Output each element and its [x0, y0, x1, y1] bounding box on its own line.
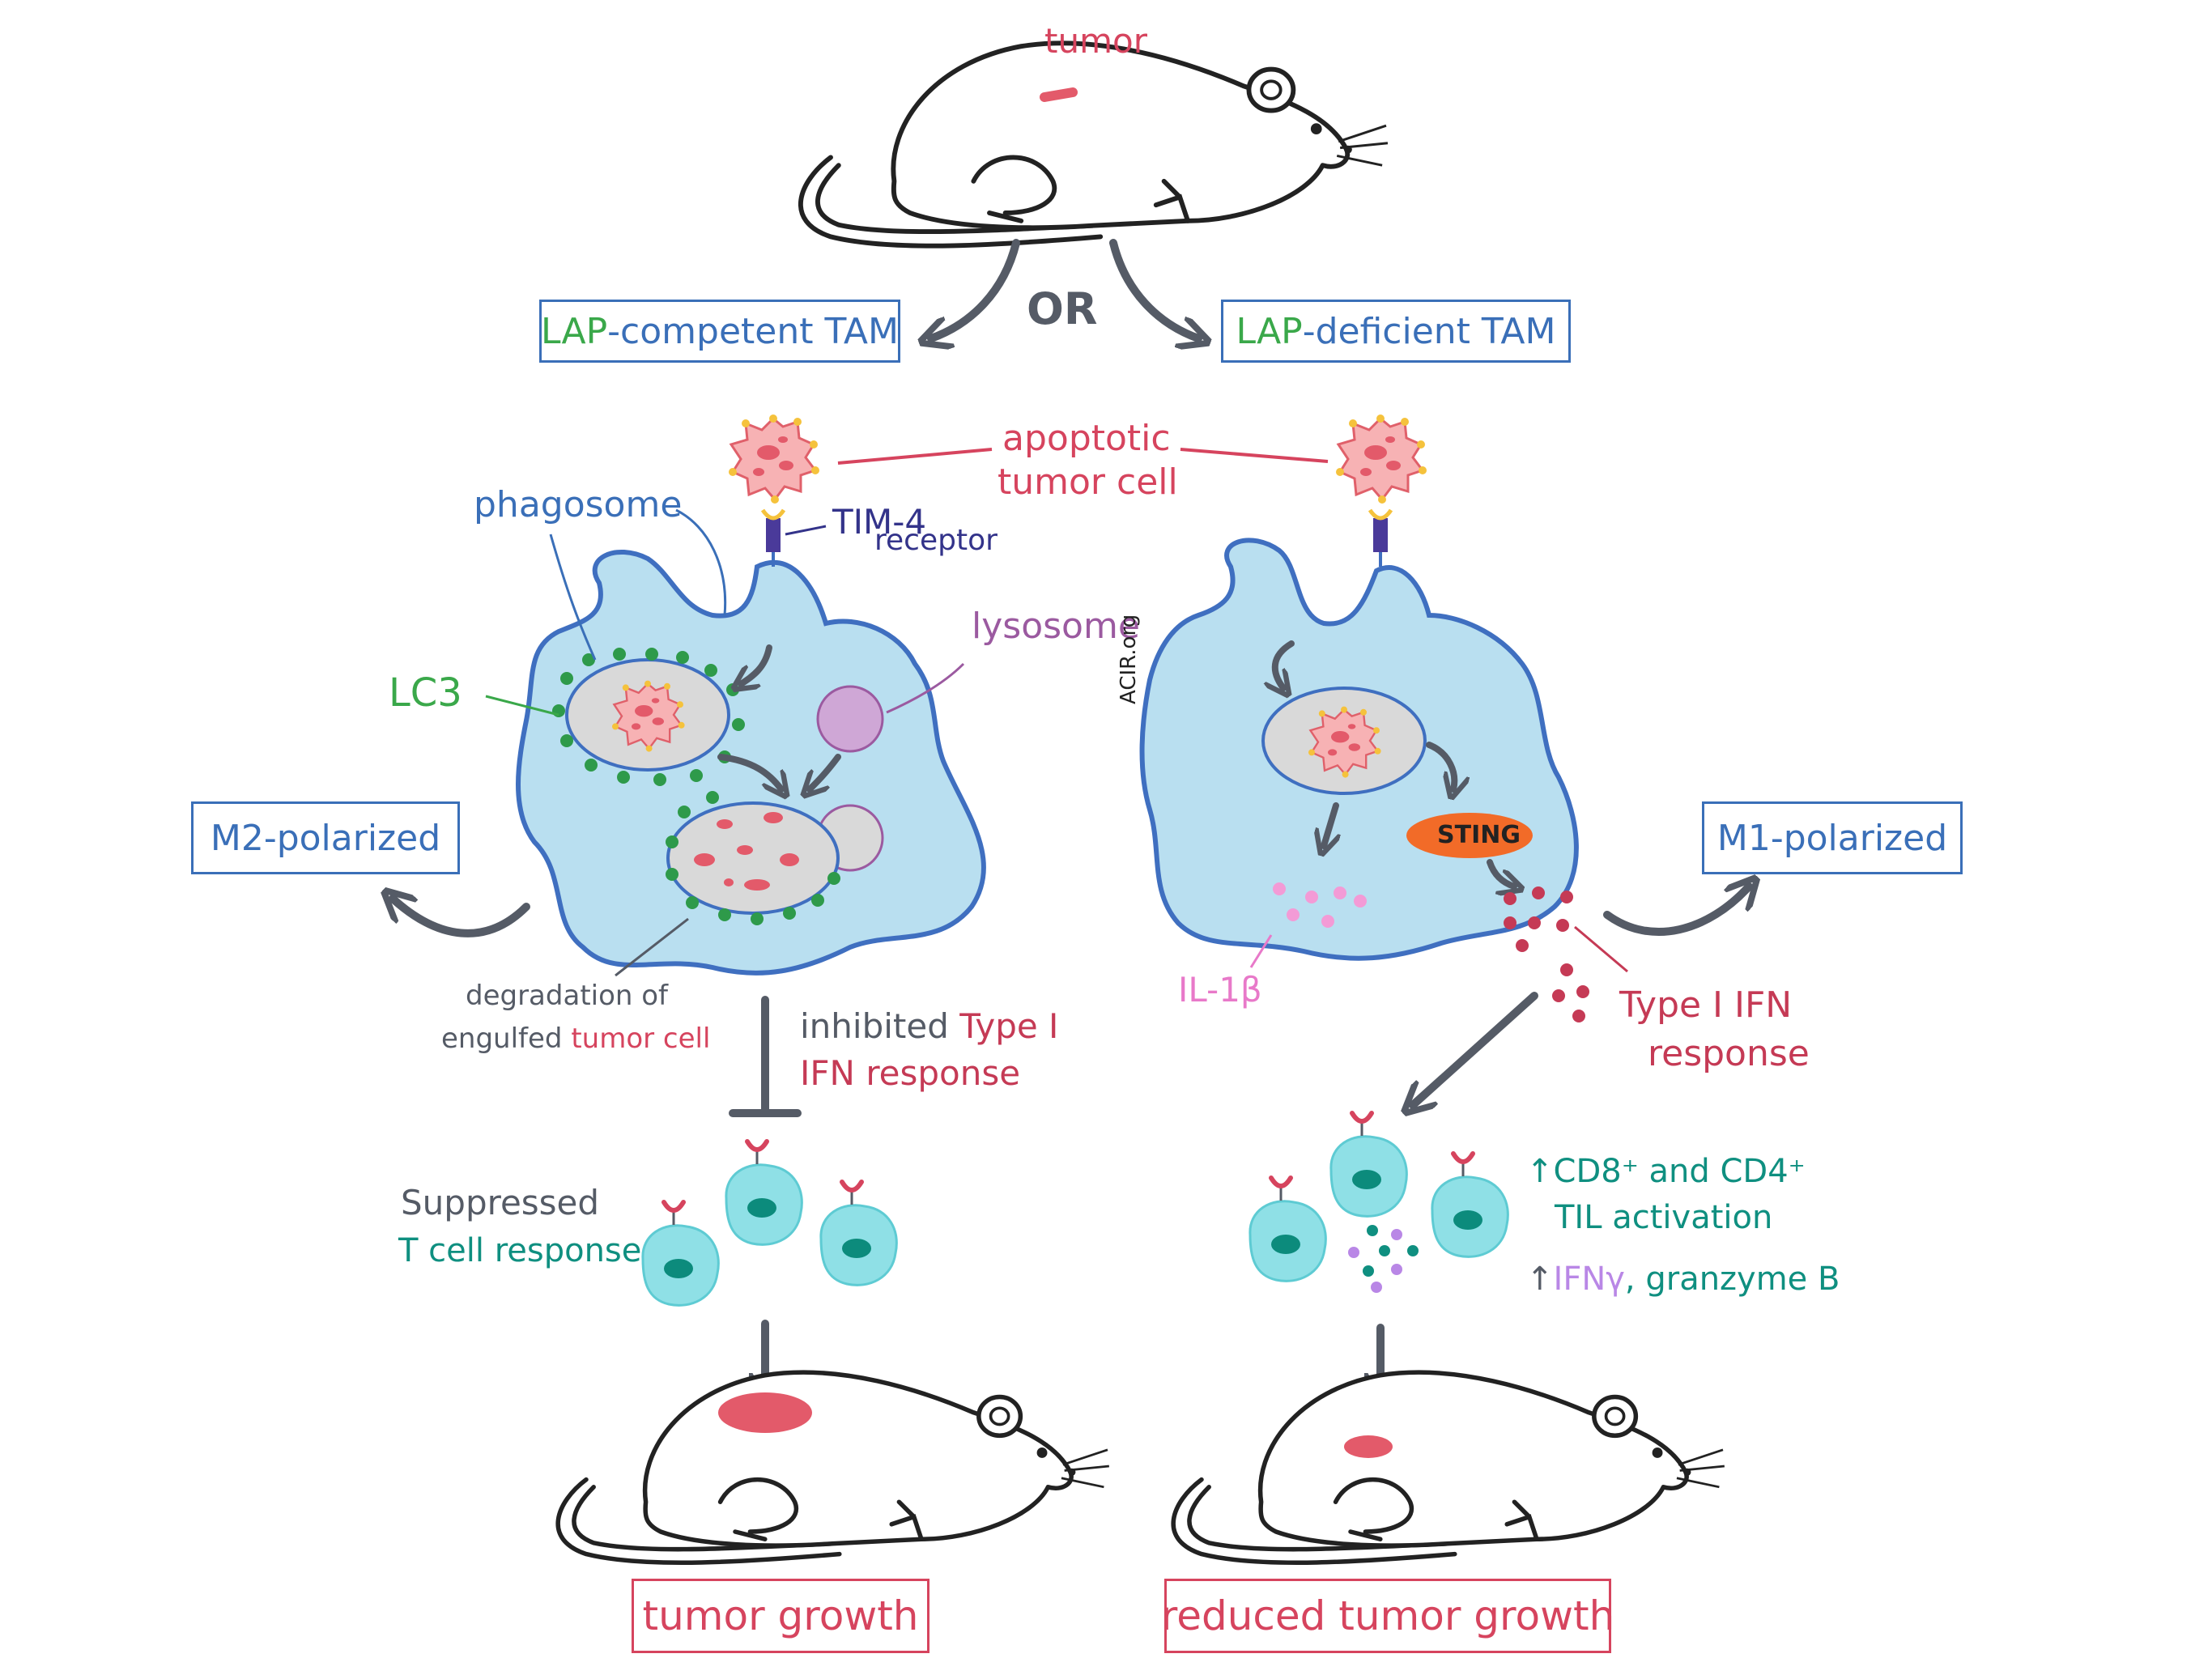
- label-degradation-1: degradation of: [466, 980, 669, 1012]
- arrow-phagosome-fusion: [717, 754, 781, 789]
- lap-competent-box: LAP-competent TAM: [539, 300, 900, 363]
- tim4-receptor-left: [766, 518, 781, 552]
- arrow-left-branch: [931, 239, 1020, 338]
- label-granzyme: , granzyme B: [1624, 1261, 1840, 1298]
- arrow-into-phagosome-right: [1275, 640, 1295, 688]
- arrow-sting-to-ifn: [1487, 859, 1514, 886]
- inhibition-bar: [729, 996, 802, 1117]
- tumor-growth-label: tumor growth: [642, 1592, 919, 1639]
- label-typei-2: response: [1648, 1033, 1810, 1074]
- label-receptor: receptor: [874, 524, 998, 557]
- mouse-bottom-left: [558, 1372, 1109, 1562]
- lap-deficient-suffix: -deficient TAM: [1302, 310, 1556, 352]
- m1-label: M1-polarized: [1716, 817, 1948, 859]
- lap-competent-prefix: LAP: [541, 310, 608, 352]
- watermark-acir: ACIR.org: [1117, 614, 1141, 704]
- m2-label: M2-polarized: [210, 817, 441, 859]
- label-lysosome: lysosome: [972, 606, 1140, 647]
- top-tumor-mark: [1040, 87, 1078, 102]
- label-engulfed: engulfed: [441, 1022, 572, 1055]
- lap-deficient-prefix: LAP: [1236, 310, 1303, 352]
- label-inhibited-a: inhibited: [800, 1006, 960, 1046]
- label-ifn-arrow: ↑: [1526, 1261, 1554, 1298]
- label-apoptotic-1: apoptotic: [1002, 418, 1171, 459]
- large-tumor: [718, 1392, 812, 1433]
- arrow-m1: [1603, 886, 1749, 936]
- small-tumor: [1344, 1435, 1393, 1458]
- tumor-growth-box: tumor growth: [632, 1579, 929, 1653]
- label-inhibited-b: Type I: [959, 1006, 1059, 1046]
- arrow-right-branch: [1109, 239, 1198, 338]
- label-inhibited: inhibited Type I: [800, 1006, 1059, 1046]
- label-degradation-2: engulfed tumor cell: [441, 1022, 711, 1055]
- label-inhibited-2: IFN response: [800, 1053, 1021, 1093]
- apoptotic-cell-left: [727, 413, 821, 505]
- cytokine-dots: [1348, 1225, 1419, 1293]
- degradation-pointer: [615, 917, 689, 977]
- arrow-to-sting: [1426, 742, 1454, 789]
- tcell-right-2: [1250, 1178, 1325, 1281]
- label-ifn-granzyme: ↑IFNγ, granzyme B: [1526, 1261, 1840, 1297]
- label-degradation-tumor: tumor cell: [571, 1022, 711, 1055]
- label-ifn-gamma: IFNγ: [1553, 1261, 1625, 1298]
- reduced-tumor-growth-box: reduced tumor growth: [1161, 1579, 1614, 1653]
- arrow-to-il1b: [1324, 802, 1336, 846]
- lysosome: [816, 685, 884, 753]
- arrow-m2: [393, 899, 530, 937]
- label-lc3: LC3: [389, 670, 462, 716]
- label-typei-1: Type I IFN: [1619, 984, 1793, 1026]
- label-tcell-response: T cell response: [398, 1232, 642, 1269]
- sting-marker: [1406, 813, 1533, 858]
- apoptotic-cell-right: [1334, 413, 1428, 505]
- label-apoptotic-2: tumor cell: [998, 461, 1178, 503]
- apoptotic-connector-line: [837, 448, 1329, 465]
- tcell-left-3: [643, 1202, 718, 1305]
- tim4-pointer: [785, 525, 827, 536]
- phagolysosome-left: [666, 801, 840, 915]
- reduced-tumor-growth-label: reduced tumor growth: [1160, 1592, 1615, 1639]
- ifn-dots: [1504, 886, 1589, 1022]
- tcell-left-1: [726, 1141, 802, 1244]
- lap-deficient-box: LAP-deficient TAM: [1221, 300, 1571, 363]
- label-suppressed: Suppressed: [401, 1183, 600, 1222]
- phagosome-pointer: [549, 534, 597, 661]
- m1-box: M1-polarized: [1702, 801, 1963, 874]
- tcell-right-1: [1331, 1113, 1406, 1216]
- m2-box: M2-polarized: [191, 801, 460, 874]
- label-tumor-top: tumor: [1044, 21, 1147, 61]
- label-til: TIL activation: [1555, 1199, 1773, 1236]
- label-il1b: IL-1β: [1178, 970, 1262, 1010]
- tim4-receptor-right: [1373, 518, 1388, 552]
- label-phagosome: phagosome: [474, 484, 683, 525]
- label-or: OR: [1027, 283, 1098, 334]
- lc3-pointer: [485, 695, 559, 716]
- label-cd: ↑CD8⁺ and CD4⁺: [1526, 1153, 1806, 1190]
- label-sting: STING: [1437, 821, 1521, 849]
- tcell-left-2: [821, 1182, 896, 1285]
- arrow-lysosome-fusion: [810, 754, 841, 789]
- arrow-to-tcells-right: [1413, 992, 1538, 1105]
- tcell-right-3: [1432, 1154, 1508, 1256]
- label-tim4: TIM-4: [832, 502, 927, 542]
- il1b-dots: [1273, 882, 1367, 928]
- mouse-bottom-right: [1173, 1372, 1725, 1562]
- arrow-into-phagosome: [741, 644, 772, 684]
- lap-competent-suffix: -competent TAM: [607, 310, 899, 352]
- top-mouse: [801, 43, 1388, 245]
